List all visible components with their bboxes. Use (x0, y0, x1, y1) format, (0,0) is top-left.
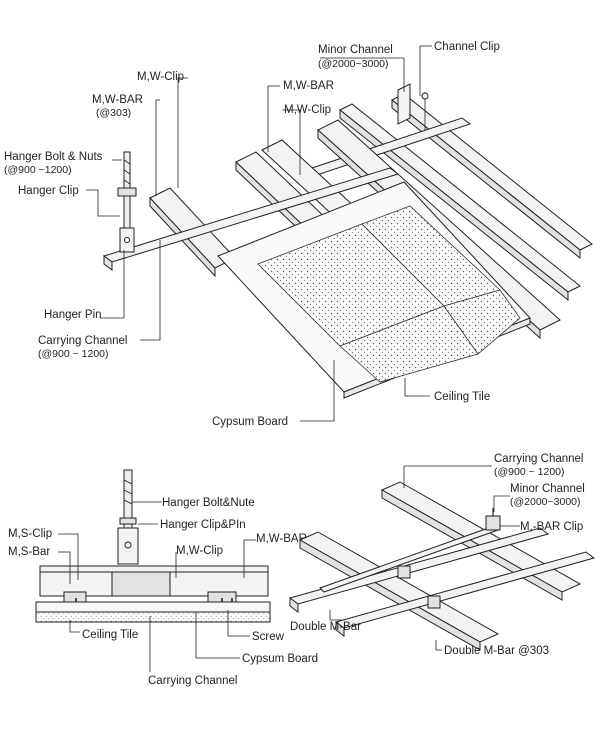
label-section-cypsum-board: Cypsum Board (242, 653, 318, 665)
label-double-m-bar: Double M-Bar (290, 621, 361, 633)
section-leader-lines (58, 501, 256, 672)
label-hanger-clip-pin: Hanger Clip&PIn (160, 519, 246, 531)
hanger-bolt-shape (117, 151, 137, 253)
label-grid-carrying-channel: Carrying Channel (494, 453, 584, 465)
label-section-ceiling-tile: Ceiling Tile (82, 629, 138, 641)
label-mw-bar-2: M,W-BAR (283, 80, 334, 92)
label-mw-bar: M,W-BAR (256, 533, 307, 545)
label-mw-clip: M,W-Clip (176, 545, 223, 557)
label-hanger-pin: Hanger Pin (44, 309, 102, 321)
label-minor-channel-spacing: (@2000~3000) (318, 58, 389, 70)
top-leader-lines (86, 45, 432, 422)
grid-diagram (288, 481, 596, 651)
label-cypsum-board: Cypsum Board (212, 416, 288, 428)
label-minor-channel: Minor Channel (318, 44, 393, 56)
label-m-bar-clip: M,-BAR Clip (520, 521, 583, 533)
label-mw-clip-2: M,W-Clip (284, 104, 331, 116)
label-screw: Screw (252, 631, 285, 643)
label-ms-clip: M,S-Clip (8, 528, 52, 540)
label-mw-clip-1: M,W-Clip (137, 71, 184, 83)
label-ceiling-tile: Ceiling Tile (434, 391, 490, 403)
label-carrying-channel: Carrying Channel (38, 335, 128, 347)
label-double-m-bar-303: Double M-Bar @303 (444, 645, 549, 657)
label-hanger-bolt-spacing: (@900 ~1200) (4, 164, 72, 176)
label-hanger-bolt-nute: Hanger Bolt&Nute (162, 497, 255, 509)
label-grid-minor-channel-spacing: (@2000~3000) (510, 496, 581, 508)
label-channel-clip: Channel Clip (434, 41, 500, 53)
label-carrying-channel-spacing: (@900 ~ 1200) (38, 348, 109, 360)
channel-clip-shape (397, 83, 429, 130)
label-hanger-clip: Hanger Clip (18, 185, 79, 197)
label-mw-bar-1: M,W-BAR (92, 94, 143, 106)
label-mw-bar-1-spacing: (@303) (96, 107, 131, 119)
label-ms-bar: M,S-Bar (8, 546, 50, 558)
section-diagram (35, 469, 271, 623)
label-section-carrying-channel: Carrying Channel (148, 675, 238, 687)
grid-leader-lines (329, 465, 520, 651)
ceiling-tile-shapes (257, 205, 521, 383)
label-grid-minor-channel: Minor Channel (510, 483, 585, 495)
top-isometric-diagram (102, 83, 593, 399)
label-hanger-bolt-nuts: Hanger Bolt & Nuts (4, 151, 103, 163)
label-grid-carrying-channel-spacing: (@900 ~ 1200) (494, 466, 565, 478)
carrying-channel-left-shape (102, 167, 400, 271)
